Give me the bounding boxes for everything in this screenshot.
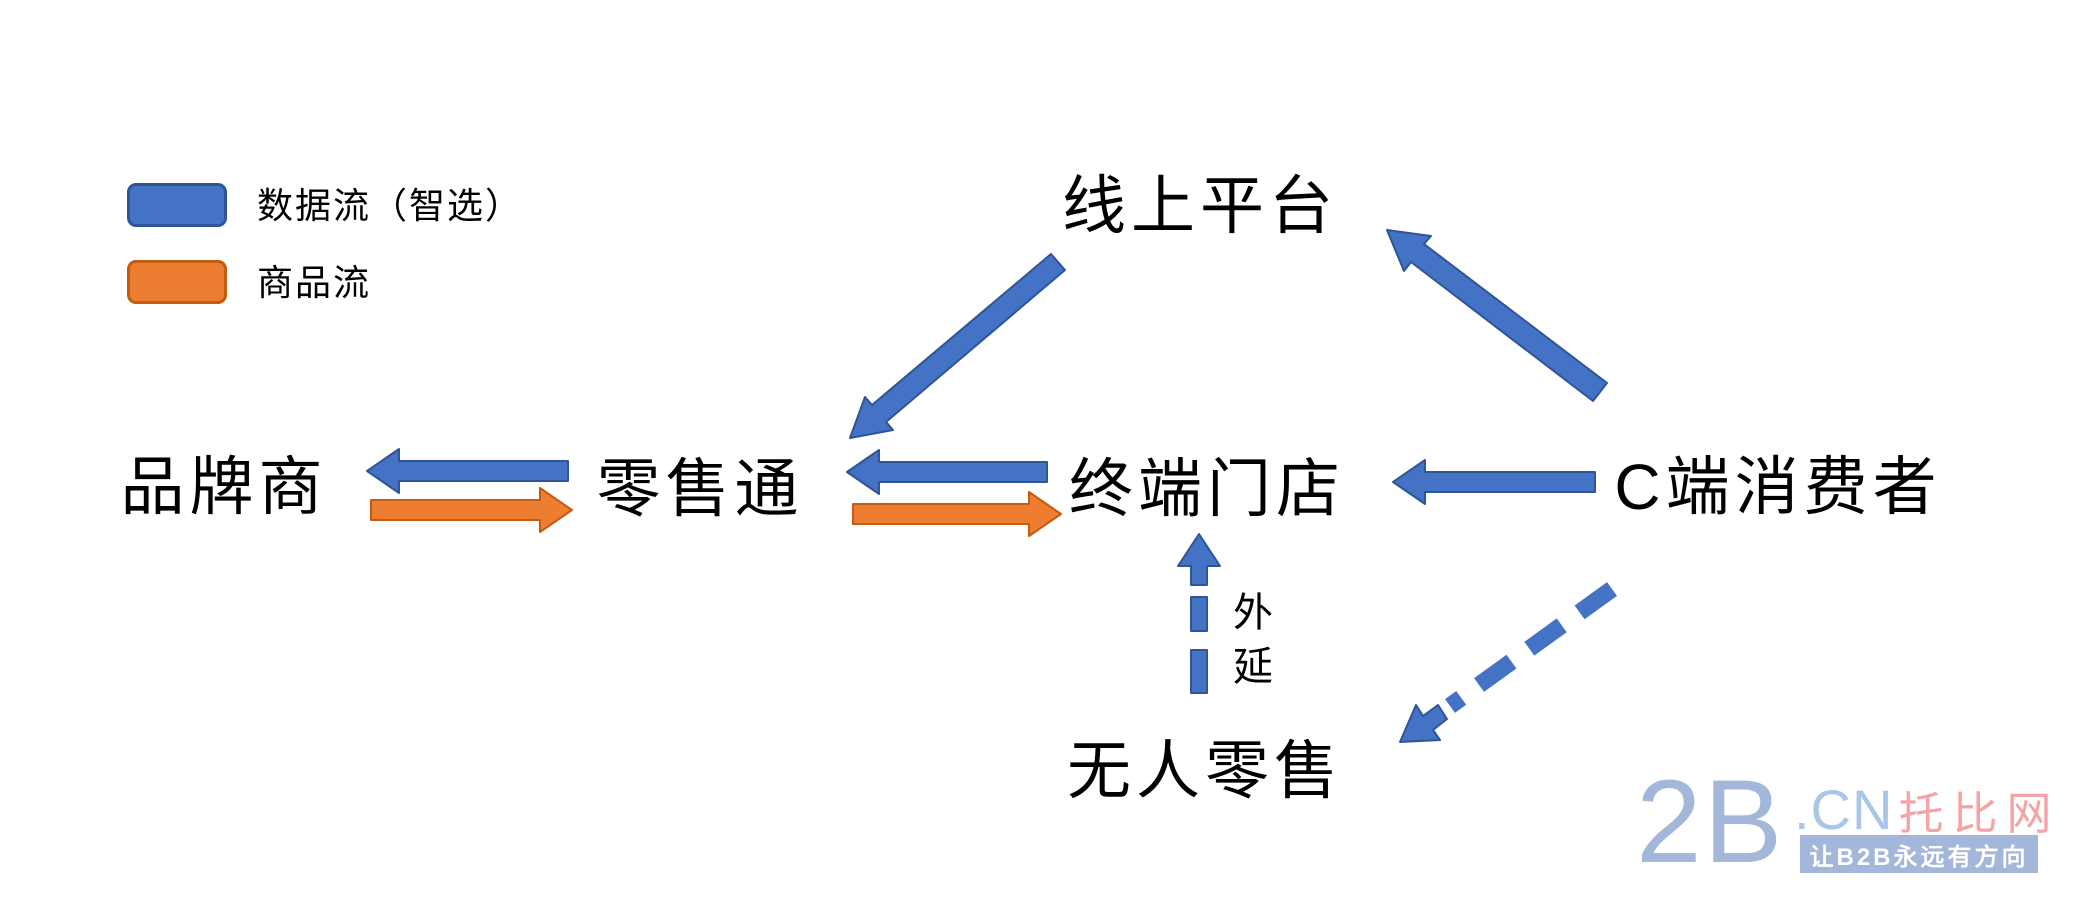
arrow-consumer-to-unmanned-dashline: [1445, 582, 1617, 713]
extension-label: 外延: [1233, 591, 1273, 689]
legend-swatch-data-flow: [127, 183, 227, 227]
node-c-end-consumer: C端消费者: [1614, 450, 1942, 523]
arrow-unmanned-to-store-head: [1177, 533, 1221, 586]
legend-label-goods-flow: 商品流: [257, 262, 372, 303]
arrow-brand-to-retaillink-goods: [370, 487, 573, 533]
legend-swatch-goods-flow: [127, 260, 227, 304]
watermark-site-name: 托比网: [1898, 788, 2061, 839]
watermark-tagline: 让B2B永远有方向: [1800, 835, 2038, 873]
arrow-store-to-retaillink-data: [846, 449, 1048, 495]
arrow-unmanned-to-store-dash: [1190, 596, 1208, 632]
arrow-retaillink-to-store-goods: [852, 491, 1062, 537]
node-online-platform: 线上平台: [1062, 169, 1338, 242]
watermark-logo-row: .CN 托比网: [1794, 782, 2060, 838]
watermark-domain: .CN: [1794, 778, 1894, 841]
arrow-consumer-to-unmanned-head: [1399, 704, 1448, 743]
arrow-consumer-to-store-data: [1392, 459, 1596, 505]
arrow-unmanned-to-store-dash: [1190, 649, 1208, 694]
legend-label-data-flow: 数据流（智选）: [257, 185, 524, 226]
node-terminal-store: 终端门店: [1069, 452, 1345, 525]
arrow-consumer-to-onlineplatform-data: [1386, 229, 1608, 402]
watermark-brand: 2B: [1636, 756, 1785, 888]
node-brand-merchant: 品牌商: [120, 450, 328, 523]
node-retail-link: 零售通: [596, 452, 804, 525]
arrow-retaillink-to-brand-data: [366, 448, 569, 494]
arrow-onlineplatform-to-retaillink-data: [849, 253, 1066, 439]
node-unmanned-retail: 无人零售: [1067, 734, 1343, 807]
